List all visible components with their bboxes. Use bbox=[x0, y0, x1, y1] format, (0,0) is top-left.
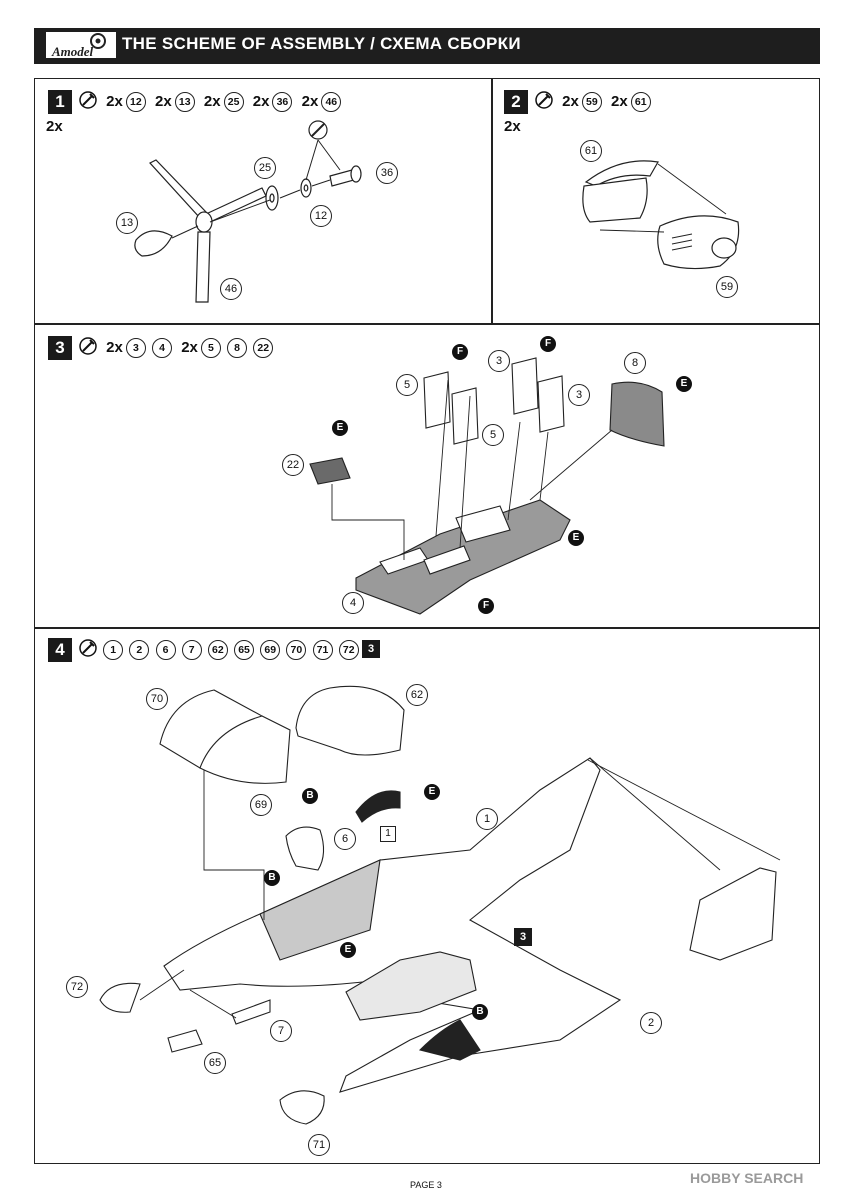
part-callout: 1 bbox=[476, 808, 498, 830]
step-reference-box: 3 bbox=[514, 928, 532, 946]
part-number: 5 bbox=[200, 338, 221, 358]
page-number: PAGE 3 bbox=[410, 1180, 442, 1190]
part-number: 59 bbox=[581, 92, 602, 112]
qty: 2x bbox=[106, 338, 123, 356]
part-number: 71 bbox=[312, 640, 333, 660]
part-callout: 8 bbox=[624, 352, 646, 374]
part-number: 70 bbox=[286, 640, 307, 660]
step4-panel bbox=[34, 628, 820, 1164]
step1-multiplier: 2x bbox=[46, 118, 63, 135]
step2-number: 2 bbox=[504, 90, 528, 114]
paint-code-icon: B bbox=[264, 870, 280, 886]
part-number: 46 bbox=[321, 92, 342, 112]
qty: 2x bbox=[562, 92, 579, 110]
part-callout: 13 bbox=[116, 212, 138, 234]
part-number: 25 bbox=[223, 92, 244, 112]
watermark: HOBBY SEARCH bbox=[690, 1170, 804, 1186]
part-callout: 69 bbox=[250, 794, 272, 816]
part-number: 7 bbox=[181, 640, 202, 660]
part-number: 65 bbox=[234, 640, 255, 660]
part-number: 13 bbox=[174, 92, 195, 112]
part-number: 4 bbox=[152, 338, 173, 358]
qty: 2x bbox=[252, 92, 270, 110]
part-callout: 71 bbox=[308, 1134, 330, 1156]
part-number: 62 bbox=[207, 640, 228, 660]
part-callout: 4 bbox=[342, 592, 364, 614]
paint-code-icon: E bbox=[340, 942, 356, 958]
step2-panel bbox=[492, 78, 820, 324]
paint-code-icon: E bbox=[568, 530, 584, 546]
qty: 2x bbox=[203, 92, 221, 110]
part-callout: 6 bbox=[334, 828, 356, 850]
part-callout: 36 bbox=[376, 162, 398, 184]
part-number: 2 bbox=[129, 640, 150, 660]
part-number: 6 bbox=[155, 640, 176, 660]
paint-code-icon: F bbox=[478, 598, 494, 614]
part-callout: 12 bbox=[310, 205, 332, 227]
step4-number: 4 bbox=[48, 638, 72, 662]
page-title: THE SCHEME OF ASSEMBLY / СХЕМА СБОРКИ bbox=[122, 34, 521, 53]
part-callout: 25 bbox=[254, 157, 276, 179]
glue-icon bbox=[534, 90, 554, 114]
paint-code-icon: F bbox=[452, 344, 468, 360]
paint-code-icon: B bbox=[472, 1004, 488, 1020]
paint-code-icon: E bbox=[424, 784, 440, 800]
qty: 2x bbox=[301, 92, 319, 110]
part-callout: 3 bbox=[488, 350, 510, 372]
part-callout: 61 bbox=[580, 140, 602, 162]
part-callout: 70 bbox=[146, 688, 168, 710]
part-callout: 5 bbox=[396, 374, 418, 396]
step2-multiplier: 2x bbox=[504, 118, 521, 135]
part-number: 69 bbox=[260, 640, 281, 660]
paint-code-icon: B bbox=[302, 788, 318, 804]
part-number: 36 bbox=[272, 92, 293, 112]
part-callout: 3 bbox=[568, 384, 590, 406]
amodel-logo: Amodel bbox=[46, 32, 116, 58]
part-callout: 5 bbox=[482, 424, 504, 446]
part-callout: 7 bbox=[270, 1020, 292, 1042]
decal-reference: 1 bbox=[380, 826, 396, 842]
header-bar: Amodel THE SCHEME OF ASSEMBLY / СХЕМА СБ… bbox=[34, 28, 820, 64]
part-callout: 46 bbox=[220, 278, 242, 300]
part-number: 1 bbox=[103, 640, 124, 660]
qty: 2x bbox=[611, 92, 628, 110]
paint-code-icon: E bbox=[332, 420, 348, 436]
step4-parts-list: 1 2 6 7 62 65 69 70 71 72 bbox=[78, 638, 360, 662]
glue-icon bbox=[78, 90, 98, 114]
part-callout: 62 bbox=[406, 684, 428, 706]
part-callout: 72 bbox=[66, 976, 88, 998]
logo-text: Amodel bbox=[51, 44, 94, 58]
part-number: 3 bbox=[125, 338, 146, 358]
part-callout: 2 bbox=[640, 1012, 662, 1034]
step-reference-box: 3 bbox=[362, 640, 380, 658]
step1-number: 1 bbox=[48, 90, 72, 114]
glue-icon bbox=[78, 336, 98, 360]
qty: 2x bbox=[155, 92, 172, 110]
qty: 2x bbox=[106, 92, 123, 110]
step3-number: 3 bbox=[48, 336, 72, 360]
step3-panel bbox=[34, 324, 820, 628]
part-number: 22 bbox=[253, 338, 274, 358]
part-number: 72 bbox=[338, 640, 359, 660]
part-callout: 22 bbox=[282, 454, 304, 476]
step1-panel bbox=[34, 78, 492, 324]
part-callout: 59 bbox=[716, 276, 738, 298]
part-number: 8 bbox=[227, 338, 248, 358]
part-number: 12 bbox=[125, 92, 146, 112]
paint-code-icon: E bbox=[676, 376, 692, 392]
part-callout: 65 bbox=[204, 1052, 226, 1074]
glue-icon bbox=[78, 638, 98, 662]
part-number: 61 bbox=[630, 92, 651, 112]
paint-code-icon: F bbox=[540, 336, 556, 352]
qty: 2x bbox=[181, 338, 198, 356]
